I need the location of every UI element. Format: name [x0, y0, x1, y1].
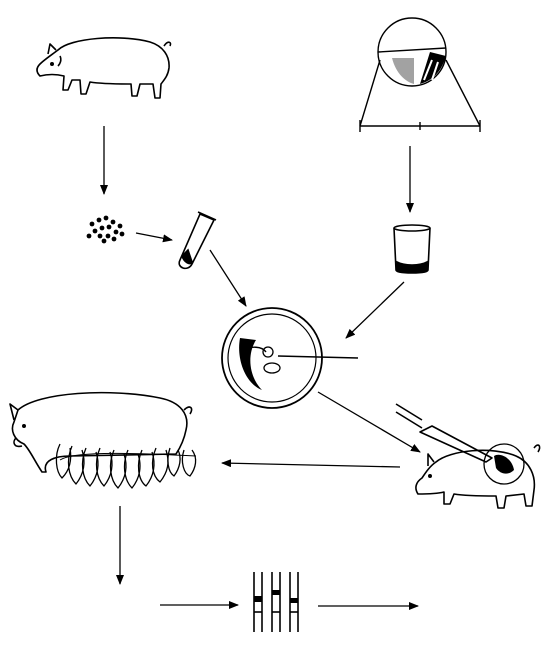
arrow-tube-to-dish: [209, 249, 247, 307]
pig-with-syringe-icon: [395, 403, 541, 509]
flow-arrows: [100, 126, 421, 610]
arrow-dish-to-recipient: [317, 391, 421, 453]
pig-icon: [36, 37, 172, 99]
ovary-section-icon: [359, 17, 481, 132]
beaker-icon: [393, 224, 431, 274]
cell-cluster-icon: [86, 215, 125, 244]
arrow-cells-to-tube: [135, 232, 173, 243]
sow-nursing-icon: [9, 391, 197, 489]
electrophoresis-gel-icon: [253, 572, 299, 632]
arrow-recipient-to-piglets: [221, 459, 401, 468]
test-tube-icon: [178, 211, 217, 270]
petri-dish-icon: [221, 307, 359, 409]
arrow-beaker-to-dish: [345, 281, 405, 339]
